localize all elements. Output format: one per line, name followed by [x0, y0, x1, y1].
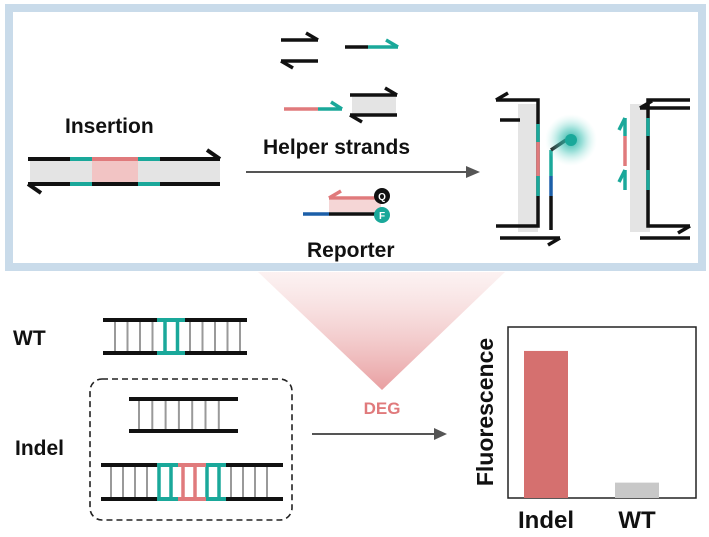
- product-right-teal-arrow-2: [617, 169, 627, 183]
- product-left-inner-bottom-arrow: [547, 236, 561, 247]
- product-right-outer: [646, 98, 690, 228]
- helper-strands-label: Helper strands: [263, 136, 410, 159]
- chart-bars: [524, 350, 659, 498]
- indel-short-base-pairs: [138, 401, 220, 429]
- strand-bottom-arrowhead: [26, 182, 43, 195]
- bar-indel: [524, 350, 568, 498]
- top-panel: Insertion Helper strands: [5, 4, 706, 271]
- indel-label: Indel: [15, 437, 64, 460]
- reporter-label: Reporter: [307, 239, 395, 262]
- indel-short-duplex: [129, 397, 238, 433]
- product-right-outer-arrow: [677, 224, 691, 235]
- chart-y-axis-label: Fluorescence: [472, 338, 498, 486]
- zoom-fan: [258, 272, 505, 390]
- tick-label-wt: WT: [618, 507, 656, 534]
- strand-top-arrowhead: [205, 148, 222, 161]
- chart-tick-labels: Indel WT: [518, 507, 656, 534]
- helper-4-top-arrow: [384, 86, 398, 97]
- helper-strands: [280, 31, 399, 124]
- helper-1-top-arrow: [305, 31, 319, 42]
- helper-3-arrow: [330, 100, 343, 111]
- helper-1-bottom-arrow: [280, 59, 294, 70]
- reporter-pink-arrow: [328, 189, 342, 200]
- helper-2-arrow: [385, 38, 399, 49]
- deg-label: DEG: [364, 399, 401, 418]
- fluorophore-dot-icon: [565, 134, 577, 146]
- detection-arrow: [312, 428, 447, 440]
- wt-base-pairs: [114, 322, 241, 351]
- product-left-outer-arrow: [495, 91, 509, 102]
- helper-4-bottom-arrow: [349, 113, 363, 124]
- tick-label-indel: Indel: [518, 507, 574, 534]
- reporter-fill: [329, 200, 381, 212]
- fluorescence-bar-chart: Fluorescence Indel WT: [472, 326, 697, 534]
- bar-wt: [615, 482, 659, 498]
- insertion-pink-fill: [92, 160, 138, 182]
- reaction-arrow: [246, 166, 480, 178]
- helper-4-fill: [352, 96, 396, 114]
- indel-long-base-pairs: [110, 467, 268, 497]
- product-left-fill: [518, 104, 538, 232]
- product-right-structure: [617, 98, 691, 240]
- insertion-duplex: [26, 148, 222, 195]
- product-left-structure: [495, 91, 597, 247]
- insertion-label: Insertion: [65, 115, 154, 138]
- quencher-letter: Q: [378, 192, 386, 203]
- indel-dashed-box: [89, 378, 293, 521]
- fluorophore-letter: F: [379, 211, 385, 222]
- wt-label: WT: [13, 327, 46, 350]
- product-right-inner-top-arrow: [639, 99, 653, 110]
- quencher-icon: [374, 188, 390, 204]
- fluorophore-icon: [374, 207, 390, 223]
- product-right-fill: [630, 104, 650, 232]
- indel-long-duplex: [101, 463, 283, 501]
- reporter: Q F: [303, 188, 390, 223]
- wt-duplex: [103, 318, 247, 355]
- product-right-teal-arrow-1: [617, 117, 627, 131]
